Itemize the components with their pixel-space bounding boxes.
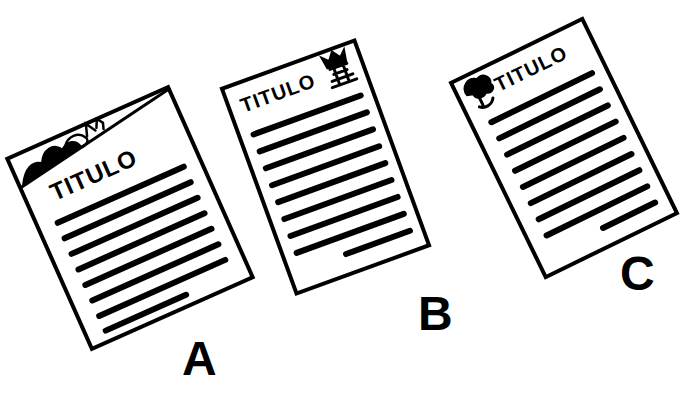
figure-letter: C xyxy=(620,250,655,298)
document-page: TITULO xyxy=(448,16,679,279)
document-page: TITULO xyxy=(5,85,256,352)
figure-letter-text: B xyxy=(418,287,453,340)
document-title: TITULO xyxy=(237,70,317,116)
document-page: TITULO xyxy=(219,38,431,296)
figure-letter: B xyxy=(418,290,453,338)
figure-letter-text: A xyxy=(182,332,217,385)
document-title: TITULO xyxy=(47,145,141,205)
page-b-art xyxy=(219,38,431,296)
page-a-art xyxy=(5,85,256,352)
figure-letter-text: C xyxy=(620,247,655,300)
figure-letter: A xyxy=(182,335,217,383)
page-c-art xyxy=(448,16,679,279)
document-title: TITULO xyxy=(491,42,570,94)
